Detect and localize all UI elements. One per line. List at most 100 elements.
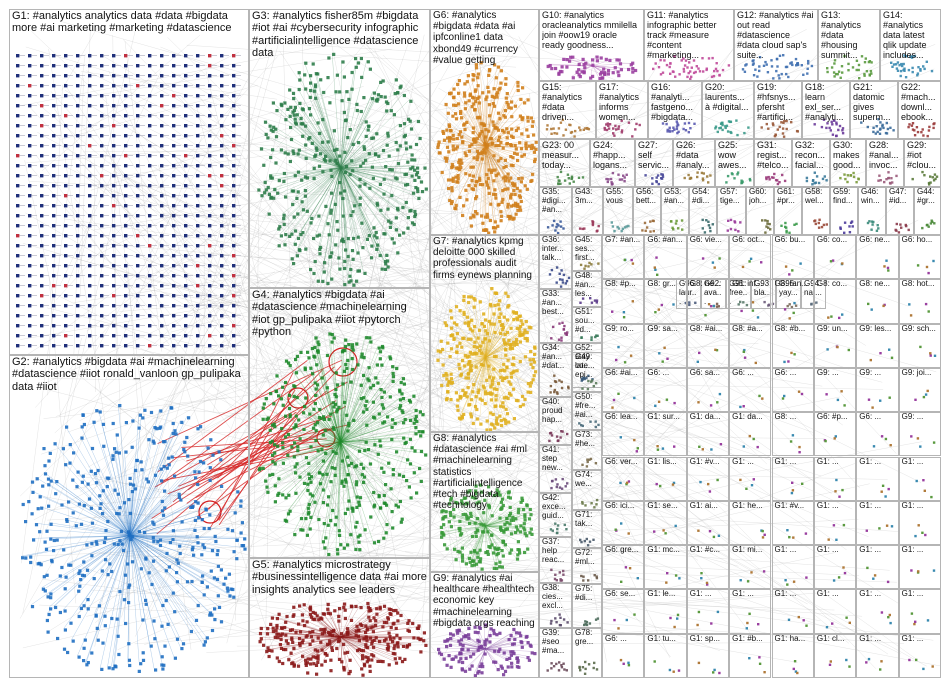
edge [307,441,341,473]
node [40,84,44,88]
node [279,234,283,238]
node [167,456,171,460]
node [313,618,317,622]
node [399,520,403,524]
node [284,233,288,237]
node [284,648,288,652]
node [343,150,347,154]
edge [340,93,403,168]
node [239,531,243,535]
node [64,214,68,218]
edge [340,409,401,443]
node [514,340,518,344]
node [462,298,466,302]
edge [485,145,512,157]
node [41,587,45,591]
node [124,124,128,128]
node [113,447,117,451]
edge [340,167,353,237]
edge [334,441,341,516]
edge [288,628,341,638]
edge [485,145,509,218]
edge [475,357,486,408]
node [277,612,281,616]
node [348,658,352,662]
edge [471,145,486,188]
node [112,144,116,148]
node [326,222,330,226]
node [409,99,413,103]
node [68,443,72,447]
node [16,94,20,98]
node [309,662,313,666]
node [534,147,538,151]
node [304,247,308,251]
node [52,134,56,138]
edge [340,387,380,443]
node [126,562,130,566]
edge [114,450,131,536]
node [512,318,516,322]
node [367,609,371,613]
edge [485,145,507,188]
node [480,398,484,402]
node [16,144,20,148]
node [465,198,469,202]
edge [129,535,165,600]
node [148,334,152,338]
node [513,143,517,148]
node [162,663,166,667]
node [40,284,44,288]
node [166,622,170,626]
node [88,334,92,338]
node [518,141,522,145]
node [349,279,353,283]
edge [340,167,391,238]
node [444,159,449,163]
node [98,494,102,498]
edge [340,636,423,640]
node [152,539,156,543]
node [370,97,374,101]
node [257,188,261,192]
node [112,542,116,546]
node [443,156,447,160]
node [104,558,108,562]
node [385,143,389,147]
node [196,541,200,545]
node [417,624,421,628]
node [203,640,207,644]
node [365,399,369,403]
node [323,659,327,663]
node [529,116,533,120]
node [88,184,92,188]
node [386,131,390,135]
node [365,639,369,643]
node [265,632,270,636]
node [288,88,292,92]
node [355,480,359,484]
node [326,76,330,80]
edge [448,91,486,147]
node [522,331,526,335]
node [124,294,128,298]
node [263,120,268,124]
node [192,553,196,557]
node [415,170,420,174]
node [112,134,116,138]
edge [458,109,486,147]
edge [293,441,341,472]
node [314,429,318,433]
node [477,134,481,138]
edge [129,535,211,614]
node [330,251,334,255]
node [382,192,386,196]
node [474,63,478,67]
node [333,523,337,527]
node [220,264,224,268]
node [491,412,495,417]
node [322,90,326,95]
group-nodes [258,601,428,677]
node [291,202,295,207]
node [483,215,488,219]
